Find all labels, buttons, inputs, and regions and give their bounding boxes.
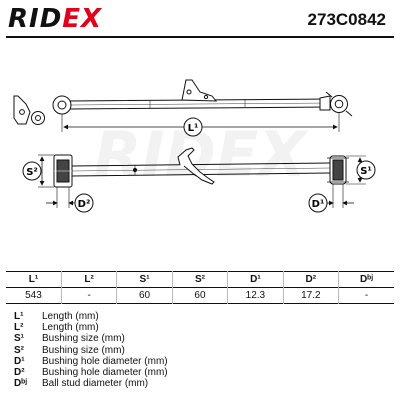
spec-header-cell: L¹ bbox=[6, 271, 62, 288]
legend-description: Bushing hole diameter (mm) bbox=[42, 355, 168, 367]
legend-symbol: L¹ bbox=[14, 311, 24, 322]
legend-description: Bushing hole diameter (mm) bbox=[42, 366, 168, 378]
callout-l1-label: L¹ bbox=[188, 123, 199, 134]
legend-description: Bushing size (mm) bbox=[42, 344, 125, 356]
spec-value-cell: - bbox=[60, 287, 118, 304]
part-number: 273C0842 bbox=[307, 10, 386, 29]
callout-d1-badge bbox=[308, 193, 328, 213]
spec-header-cell: D² bbox=[282, 271, 340, 288]
legend-item: S² Bushing size (mm) bbox=[14, 345, 384, 356]
dimension-d1: D¹ bbox=[308, 184, 354, 213]
spec-value-cell: 60 bbox=[171, 287, 229, 304]
legend-description: Length (mm) bbox=[42, 322, 99, 334]
legend-item: D¹ Bushing hole diameter (mm) bbox=[14, 356, 384, 367]
spec-header-row: L¹ L² S¹ S² D¹ D² Dᵇʲ bbox=[6, 271, 394, 288]
dimension-s2: S² bbox=[22, 154, 54, 188]
legend-symbol: D² bbox=[14, 366, 25, 378]
callout-s2-badge bbox=[22, 161, 42, 181]
callout-l1-badge bbox=[183, 117, 203, 137]
brand-logo-accent: EX bbox=[62, 4, 103, 34]
spec-header-cell: L² bbox=[60, 271, 118, 288]
legend-item: L¹ Length (mm) bbox=[14, 311, 384, 322]
legend-symbol: S² bbox=[14, 344, 24, 356]
legend-item: S¹ Bushing size (mm) bbox=[14, 333, 384, 344]
legend-description: Bushing size (mm) bbox=[42, 333, 125, 345]
spec-value-cell: 60 bbox=[116, 287, 173, 304]
spec-value-cell: 543 bbox=[6, 287, 62, 304]
spec-header-cell: D¹ bbox=[227, 271, 284, 288]
specification-table: L¹ L² S¹ S² D¹ D² Dᵇʲ 543 - 60 60 12.3 1… bbox=[6, 271, 394, 304]
spec-value-row: 543 - 60 60 12.3 17.2 - bbox=[6, 287, 394, 304]
legend-description: Length (mm) bbox=[42, 311, 99, 322]
dimension-s1: S¹ bbox=[346, 155, 376, 185]
callout-s1-label: S¹ bbox=[360, 166, 372, 177]
spec-header-cell: S¹ bbox=[116, 271, 173, 288]
legend-symbol: S¹ bbox=[14, 333, 24, 345]
brand-logo: RIDEX bbox=[8, 4, 102, 34]
callout-s2-label: S² bbox=[26, 167, 38, 178]
technical-drawing: RIDEX L¹ bbox=[13, 79, 376, 213]
callout-d1-label: D¹ bbox=[312, 199, 325, 210]
legend-symbol: L² bbox=[14, 322, 24, 334]
dimension-l1: L¹ bbox=[61, 112, 340, 137]
legend-item: D² Bushing hole diameter (mm) bbox=[14, 367, 384, 378]
callout-d2-label: D² bbox=[78, 199, 91, 210]
legend-description: Ball stud diameter (mm) bbox=[42, 378, 149, 390]
callout-d2-badge bbox=[74, 193, 94, 213]
legend-item: L² Length (mm) bbox=[14, 322, 384, 333]
spec-header-cell: Dᵇʲ bbox=[338, 271, 394, 288]
spec-value-cell: 17.2 bbox=[282, 287, 340, 304]
legend-symbol: D¹ bbox=[14, 355, 25, 367]
arm-side-view bbox=[53, 147, 349, 188]
dimension-d2: D² bbox=[46, 187, 94, 213]
spec-value-cell: - bbox=[338, 287, 394, 304]
legend-symbol: Dᵇʲ bbox=[14, 378, 28, 390]
spec-header-cell: S² bbox=[171, 271, 229, 288]
spec-value-cell: 12.3 bbox=[227, 287, 284, 304]
header-divider bbox=[6, 36, 394, 38]
brand-logo-main: RID bbox=[8, 4, 63, 34]
legend: L¹ Length (mm) L² Length (mm) S¹ Bushing… bbox=[14, 311, 384, 389]
callout-s1-badge bbox=[356, 160, 376, 180]
legend-item: Dᵇʲ Ball stud diameter (mm) bbox=[14, 378, 384, 389]
